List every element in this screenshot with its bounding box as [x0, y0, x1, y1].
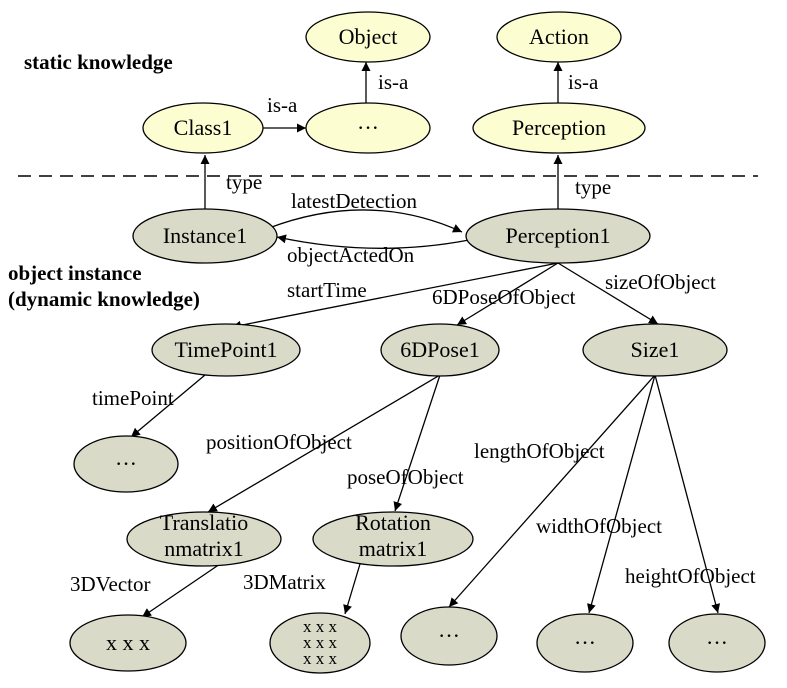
label-size-of-object: sizeOfObject — [605, 270, 716, 294]
svg-text:6DPose1: 6DPose1 — [400, 337, 479, 362]
node-class1: Class1 — [142, 102, 264, 154]
node-dots-length: ··· — [400, 606, 498, 666]
edge-latest-detection — [268, 209, 463, 233]
label-time-point: timePoint — [92, 386, 174, 410]
node-timepoint1: TimePoint1 — [151, 323, 301, 377]
node-translation-matrix1: Translatio nmatrix1 — [126, 510, 282, 567]
label-3d-matrix: 3DMatrix — [243, 570, 326, 594]
svg-text:···: ··· — [438, 623, 460, 648]
edge-width-of-object — [587, 374, 656, 614]
header-static-knowledge: static knowledge — [24, 50, 173, 74]
svg-text:Rotation: Rotation — [355, 510, 431, 535]
svg-text:Instance1: Instance1 — [163, 223, 247, 248]
svg-text:···: ··· — [574, 630, 596, 655]
label-height-of-object: heightOfObject — [625, 564, 756, 588]
node-size1: Size1 — [582, 323, 728, 377]
svg-text:···: ··· — [357, 115, 379, 140]
svg-text:Size1: Size1 — [631, 337, 680, 362]
node-rotation-matrix1: Rotation matrix1 — [312, 510, 474, 567]
edge-time-point — [130, 374, 206, 438]
node-vector-xxx: x x x — [69, 614, 187, 672]
edge-3d-vector — [141, 563, 221, 618]
node-object: Object — [305, 11, 431, 63]
svg-text:TimePoint1: TimePoint1 — [174, 337, 277, 362]
svg-text:···: ··· — [115, 451, 137, 476]
label-isa-object: is-a — [378, 70, 409, 94]
label-3d-vector: 3DVector — [70, 572, 150, 596]
header-object-instance: object instance — [8, 261, 142, 285]
svg-text:x x x: x x x — [303, 649, 338, 668]
node-instance1: Instance1 — [132, 208, 278, 264]
node-dots-time: ··· — [73, 435, 179, 493]
label-length-of-object: lengthOfObject — [474, 439, 605, 463]
label-latest-detection: latestDetection — [291, 189, 417, 213]
svg-text:x x x: x x x — [106, 630, 150, 655]
svg-text:Class1: Class1 — [174, 115, 233, 140]
edge-position-of-object — [207, 374, 441, 513]
node-perception: Perception — [472, 102, 646, 154]
edge-pose-of-object — [393, 374, 441, 512]
svg-text:matrix1: matrix1 — [359, 536, 427, 561]
label-start-time: startTime — [287, 278, 367, 302]
header-dynamic-knowledge: (dynamic knowledge) — [8, 287, 200, 311]
edge-start-time — [231, 262, 559, 330]
label-type-instance: type — [226, 170, 262, 194]
svg-text:Translatio: Translatio — [160, 510, 248, 535]
svg-text:x x x: x x x — [303, 617, 338, 636]
node-perception1: Perception1 — [465, 208, 651, 264]
node-dots-width: ··· — [536, 613, 634, 673]
svg-text:x x x: x x x — [303, 633, 338, 652]
edge-3d-matrix — [343, 563, 361, 615]
svg-text:Perception1: Perception1 — [505, 223, 610, 248]
edge-length-of-object — [448, 374, 656, 608]
label-pose-of-object: poseOfObject — [347, 465, 464, 489]
node-matrix-xxx: x x x x x x x x x — [269, 612, 371, 674]
svg-text:Perception: Perception — [512, 115, 606, 140]
edge-height-of-object — [654, 374, 721, 614]
label-isa-action: is-a — [568, 70, 599, 94]
svg-text:Object: Object — [339, 24, 398, 49]
svg-text:nmatrix1: nmatrix1 — [164, 536, 243, 561]
edge-6dpose-of-object — [456, 262, 559, 326]
edges — [130, 62, 721, 618]
label-width-of-object: widthOfObject — [536, 514, 662, 538]
node-dots-static: ··· — [305, 102, 431, 154]
edge-size-of-object — [557, 262, 659, 325]
label-object-acted-on: objectActedOn — [287, 243, 415, 267]
label-isa-class: is-a — [267, 93, 298, 117]
node-6dpose1: 6DPose1 — [380, 323, 500, 377]
svg-text:···: ··· — [706, 630, 728, 655]
node-dots-height: ··· — [668, 613, 766, 673]
edge-object-acted-on — [276, 234, 470, 249]
label-type-perception: type — [575, 175, 611, 199]
label-position-of-object: positionOfObject — [206, 430, 352, 454]
node-action: Action — [496, 11, 622, 63]
svg-text:Action: Action — [529, 24, 589, 49]
label-6dpose-of-object: 6DPoseOfObject — [432, 285, 576, 309]
